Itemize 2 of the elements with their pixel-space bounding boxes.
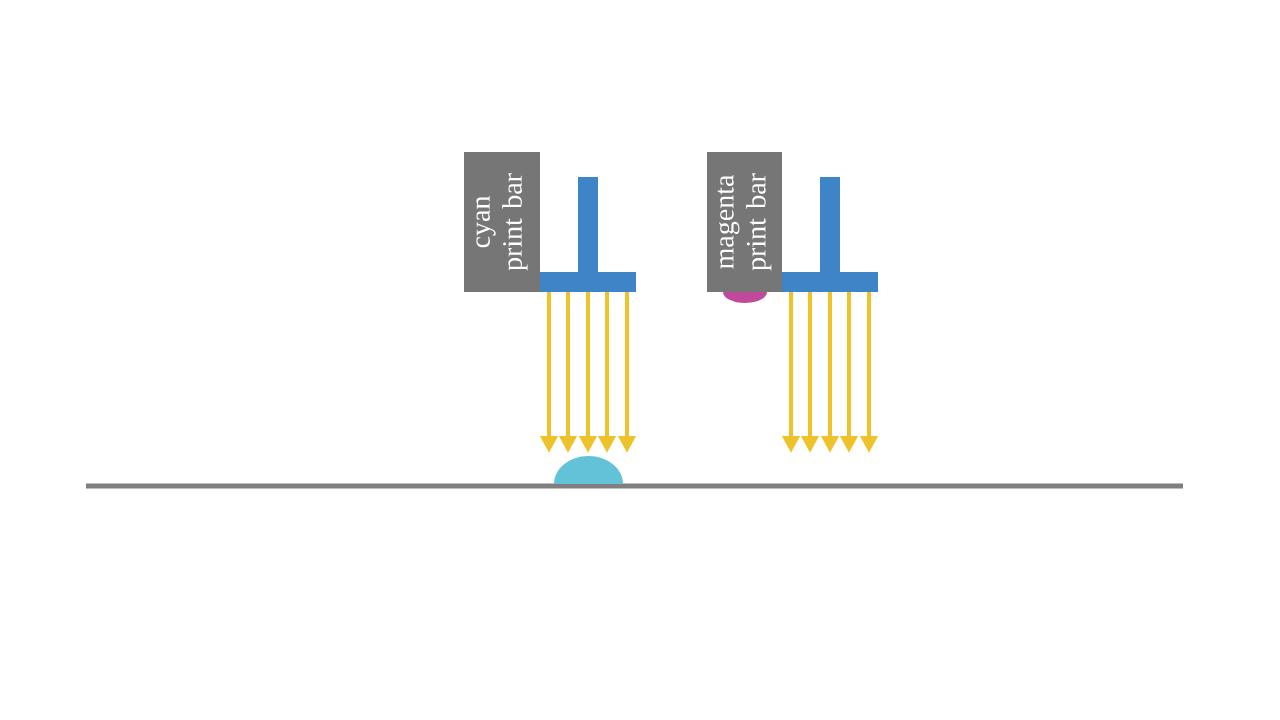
print-bar-box: magenta print bar (707, 152, 782, 292)
print-bar-box: cyan print bar (464, 152, 540, 292)
